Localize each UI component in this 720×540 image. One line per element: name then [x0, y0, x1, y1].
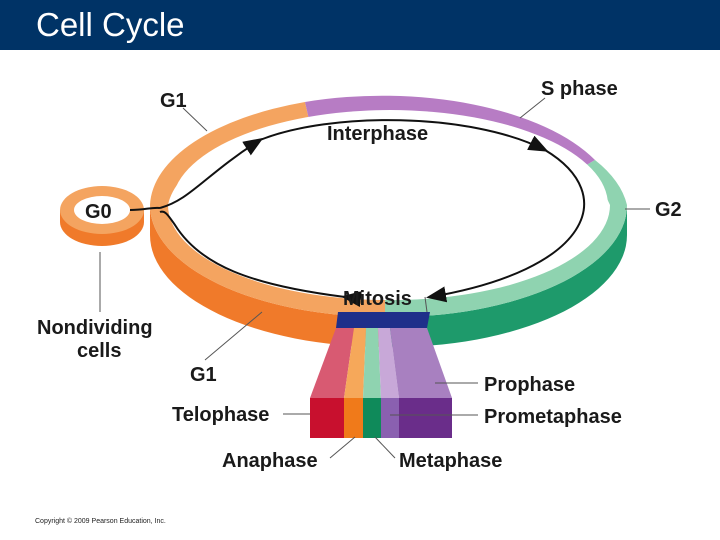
label-prometaphase: Prometaphase: [484, 406, 622, 428]
leader-lines: [99, 97, 650, 459]
label-mitosis: Mitosis: [343, 288, 412, 310]
label-cells: cells: [77, 340, 121, 362]
label-g0: G0: [85, 201, 112, 223]
label-metaphase: Metaphase: [399, 450, 502, 472]
label-nondividing: Nondividing: [37, 317, 153, 339]
label-interphase: Interphase: [327, 123, 428, 145]
label-g2: G2: [655, 199, 682, 221]
mitosis-fan: [310, 328, 452, 438]
cycle-arrows: [129, 119, 585, 307]
copyright-notice: Copyright © 2009 Pearson Education, Inc.: [35, 518, 166, 525]
title-bar: Cell Cycle: [0, 0, 720, 50]
label-s-phase: S phase: [541, 78, 618, 100]
mitosis-band: [336, 312, 430, 328]
slide-title: Cell Cycle: [36, 6, 185, 43]
label-g1-bottom: G1: [190, 364, 217, 386]
label-telophase: Telophase: [172, 404, 269, 426]
label-anaphase: Anaphase: [222, 450, 318, 472]
label-g1-top: G1: [160, 90, 187, 112]
label-prophase: Prophase: [484, 374, 575, 396]
g0-loop: [60, 186, 144, 246]
